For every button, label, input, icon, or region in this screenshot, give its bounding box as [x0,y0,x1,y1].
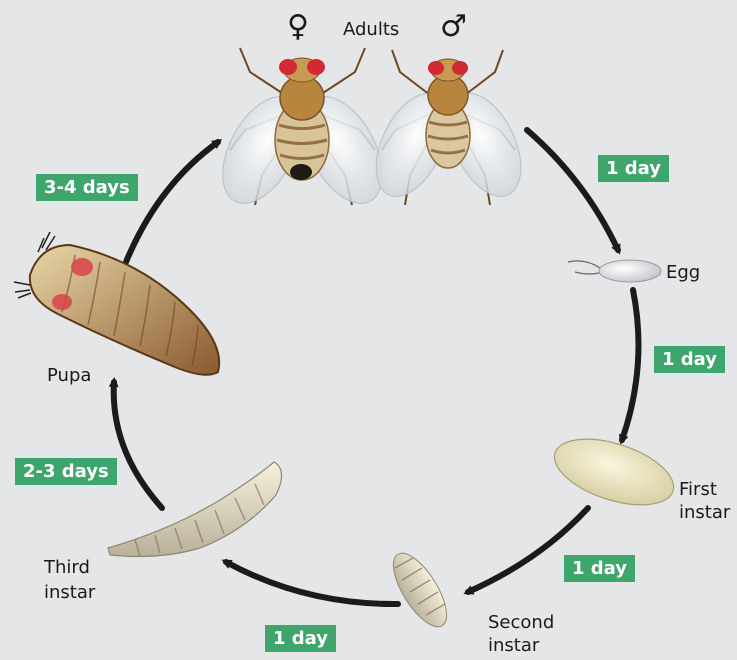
egg-illustration [568,260,661,282]
second-instar-label-line1: Second [488,612,554,634]
duration-badge-pupa-to-adult: 3-4 days [36,174,138,201]
arrow-third-instar-to-pupa [114,382,162,508]
pupa-label: Pupa [47,365,91,387]
egg-label: Egg [666,262,700,284]
duration-badge-egg-to-first-instar: 1 day [654,346,725,373]
third-instar-label-line2: instar [44,582,95,604]
third-instar-illustration [108,462,282,556]
duration-badge-adult-to-egg: 1 day [598,155,669,182]
duration-badge-second-to-third-instar: 1 day [265,625,336,652]
female-fly-illustration [207,48,399,216]
first-instar-label-line2: instar [679,502,730,524]
duration-badge-first-to-second-instar: 1 day [564,555,635,582]
female-symbol: ♀ [287,12,309,42]
first-instar-illustration [546,426,681,518]
arrow-egg-to-first-instar [622,290,638,440]
second-instar-illustration [383,545,456,634]
male-fly-illustration [362,50,536,208]
arrow-adults-to-egg [527,130,618,250]
second-instar-label-line2: instar [488,635,539,657]
male-symbol: ♂ [440,12,467,42]
pupa-illustration [14,232,219,375]
third-instar-label-line1: Third [44,557,90,579]
duration-badge-third-instar-to-pupa: 2-3 days [15,458,117,485]
arrow-pupa-to-adults [126,142,218,262]
adults-label: Adults [343,19,399,41]
arrow-second-to-third-instar [226,562,398,604]
first-instar-label-line1: First [679,479,717,501]
